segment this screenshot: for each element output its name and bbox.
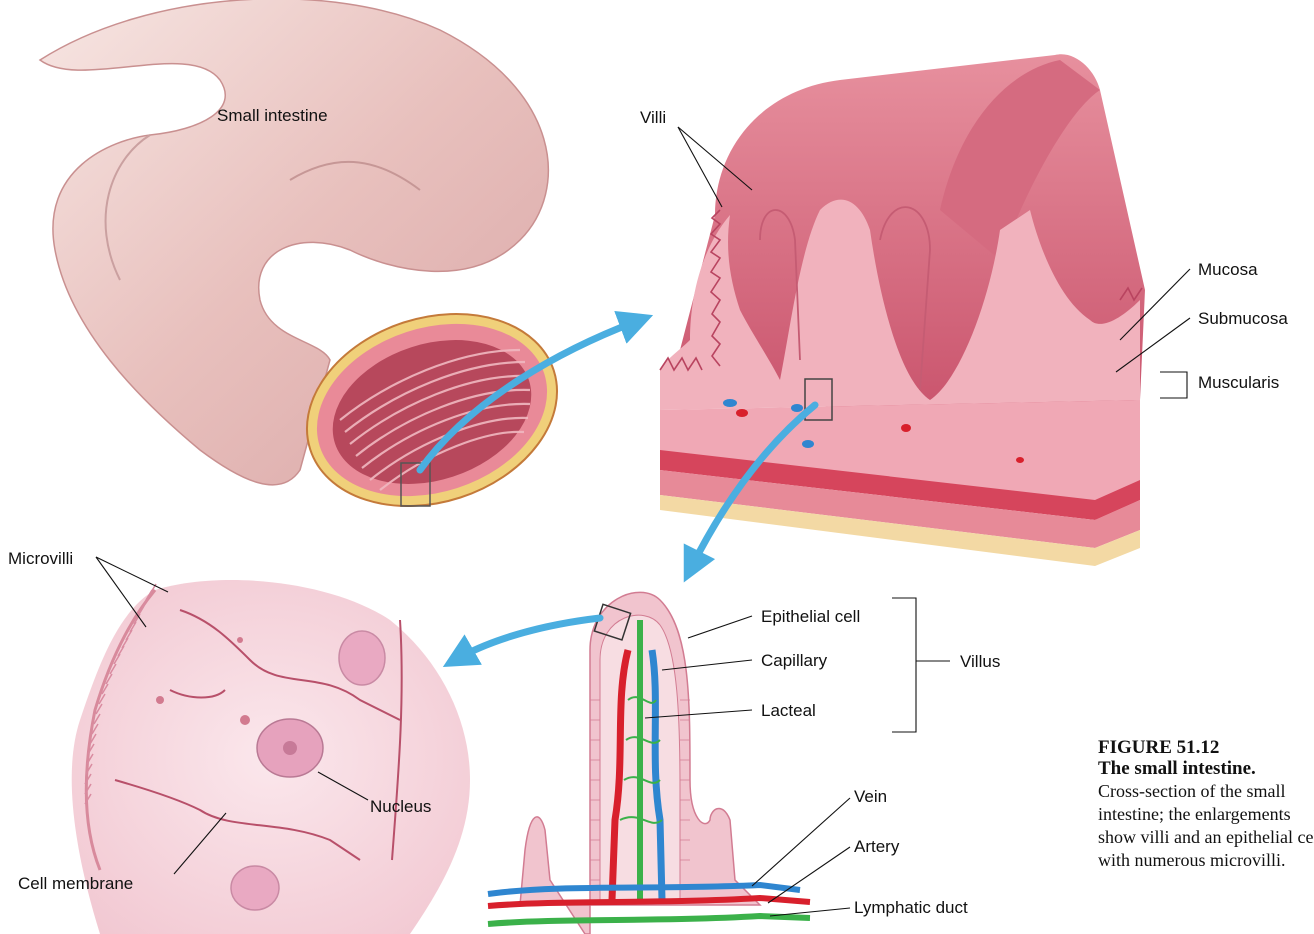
label-mucosa: Mucosa [1198,260,1258,280]
figure-number: FIGURE 51.12 [1098,738,1314,758]
label-artery: Artery [854,837,899,857]
label-villi: Villi [640,108,666,128]
villus-illustration [488,592,810,934]
label-muscularis: Muscularis [1198,373,1279,393]
label-villus: Villus [960,652,1000,672]
label-small-intestine: Small intestine [217,106,328,126]
label-lacteal: Lacteal [761,701,816,721]
figure-caption-text: Cross-section of the small intestine; th… [1098,780,1314,872]
label-lymphatic-duct: Lymphatic duct [854,898,968,918]
label-capillary: Capillary [761,651,827,671]
label-microvilli: Microvilli [8,549,73,569]
mucosa-block-illustration [660,54,1145,566]
label-cell-membrane: Cell membrane [18,874,133,894]
label-vein: Vein [854,787,887,807]
label-submucosa: Submucosa [1198,309,1288,329]
figure-caption: FIGURE 51.12 The small intestine. Cross-… [1098,738,1314,872]
label-nucleus: Nucleus [370,797,431,817]
figure-title: The small intestine. [1098,758,1314,780]
arrow-to-cell [455,618,600,660]
label-epithelial-cell: Epithelial cell [761,607,860,627]
small-intestine-illustration [40,0,582,537]
